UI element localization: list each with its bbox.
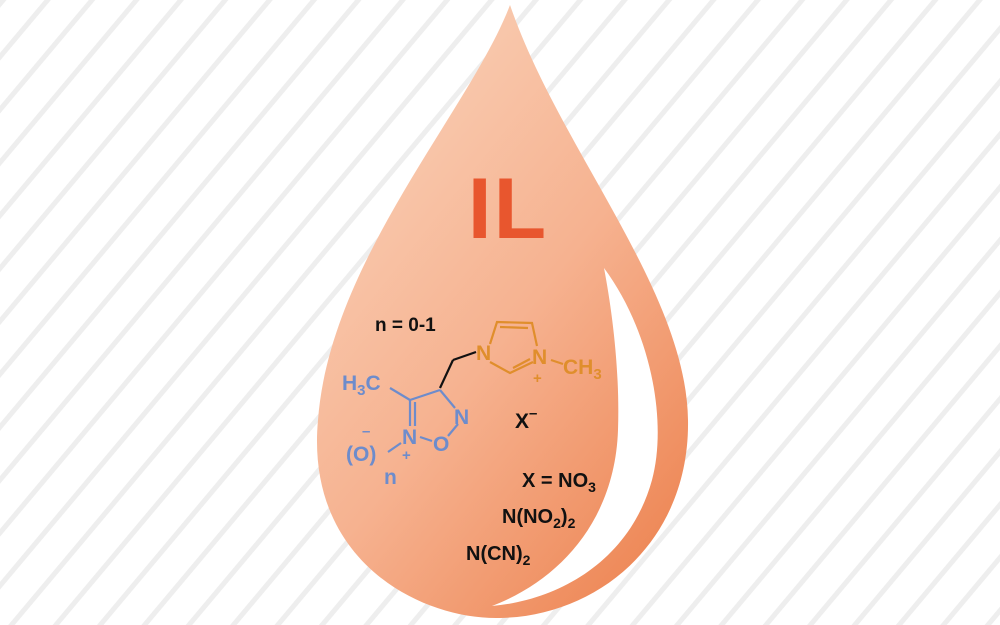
n-range-label: n = 0-1 [375,315,436,336]
furoxan-n-ring: N [454,406,469,429]
anion-dicyanamide: N(CN)2 [466,543,531,568]
droplet-shape [316,5,689,619]
title-il: IL [468,161,548,257]
imidazolium-n3: N [532,346,547,369]
furoxan-n-oxide: N [402,426,417,449]
imidazolium-plus: + [533,370,542,387]
furoxan-ring: H3C N O N + – (O) n [342,372,469,489]
furoxan-oxide: (O) [346,443,376,466]
imidazolium-n1: N [476,342,491,365]
droplet-highlight [492,268,658,606]
anion-nitrate: X = NO3 [522,470,596,495]
anion-dinitramide: N(NO2)2 [502,506,576,531]
anion-list: X = NO3 N(NO2)2 N(CN)2 [466,470,596,568]
furoxan-methyl: H3C [342,372,381,399]
structure-bonds [387,320,564,453]
anion-symbol: X– [515,405,537,433]
furoxan-plus: + [402,447,411,464]
furoxan-minus: – [362,423,370,440]
imidazolium-methyl: CH3 [563,356,602,383]
imidazolium-cation: N N + CH3 [476,342,602,387]
furoxan-n-subscript: n [384,466,397,489]
furoxan-o-ring: O [433,433,449,456]
